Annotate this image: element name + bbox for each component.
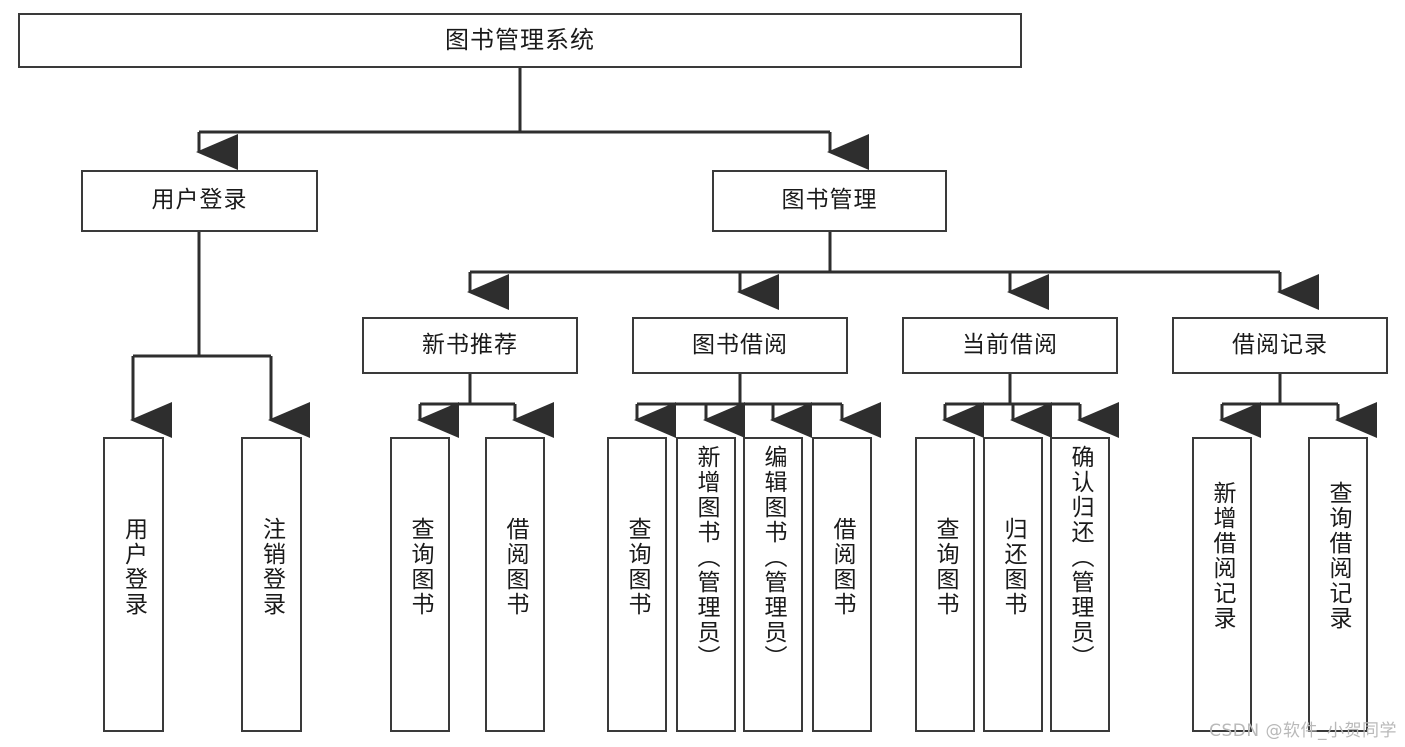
- node-label: 新增借阅记录: [1209, 481, 1236, 631]
- leaf-query-record[interactable]: 查询借阅记录: [1308, 437, 1368, 732]
- leaf-user-login[interactable]: 用户登录: [103, 437, 164, 732]
- leaf-borrow-book-2[interactable]: 借阅图书: [812, 437, 872, 732]
- leaf-edit-book[interactable]: 编辑图书（管理员）: [743, 437, 803, 732]
- leaf-borrow-book-1[interactable]: 借阅图书: [485, 437, 545, 732]
- node-label: 查询图书: [407, 517, 434, 617]
- leaf-add-book[interactable]: 新增图书（管理员）: [676, 437, 736, 732]
- node-book-manage[interactable]: 图书管理: [712, 170, 947, 232]
- node-label: 借阅图书: [829, 517, 856, 617]
- node-label: 用户登录: [151, 187, 248, 214]
- leaf-query-book-1[interactable]: 查询图书: [390, 437, 450, 732]
- node-label: 查询图书: [624, 517, 651, 617]
- node-book-borrow[interactable]: 图书借阅: [632, 317, 848, 374]
- leaf-user-logout[interactable]: 注销登录: [241, 437, 302, 732]
- node-label: 新书推荐: [422, 331, 518, 358]
- node-label: 图书管理系统: [445, 26, 595, 55]
- node-new-book-rec[interactable]: 新书推荐: [362, 317, 578, 374]
- node-label: 查询借阅记录: [1325, 481, 1352, 631]
- node-label: 注销登录: [258, 517, 285, 617]
- node-label: 当前借阅: [962, 331, 1058, 358]
- leaf-confirm-return[interactable]: 确认归还（管理员）: [1050, 437, 1110, 732]
- leaf-query-book-2[interactable]: 查询图书: [607, 437, 667, 732]
- node-label: 确认归还（管理员）: [1067, 445, 1094, 670]
- node-label: 编辑图书（管理员）: [760, 445, 787, 670]
- watermark: CSDN @软件_小贺同学: [1209, 721, 1397, 741]
- leaf-add-record[interactable]: 新增借阅记录: [1192, 437, 1252, 732]
- node-label: 借阅图书: [502, 517, 529, 617]
- node-current-borrow[interactable]: 当前借阅: [902, 317, 1118, 374]
- node-root-system[interactable]: 图书管理系统: [18, 13, 1022, 68]
- node-label: 新增图书（管理员）: [693, 445, 720, 670]
- node-label: 查询图书: [932, 517, 959, 617]
- node-label: 图书管理: [781, 187, 878, 214]
- node-borrow-record[interactable]: 借阅记录: [1172, 317, 1388, 374]
- node-label: 用户登录: [120, 517, 147, 617]
- node-user-login[interactable]: 用户登录: [81, 170, 318, 232]
- node-label: 归还图书: [1000, 517, 1027, 617]
- node-label: 图书借阅: [692, 331, 788, 358]
- node-label: 借阅记录: [1232, 331, 1328, 358]
- leaf-query-book-3[interactable]: 查询图书: [915, 437, 975, 732]
- leaf-return-book[interactable]: 归还图书: [983, 437, 1043, 732]
